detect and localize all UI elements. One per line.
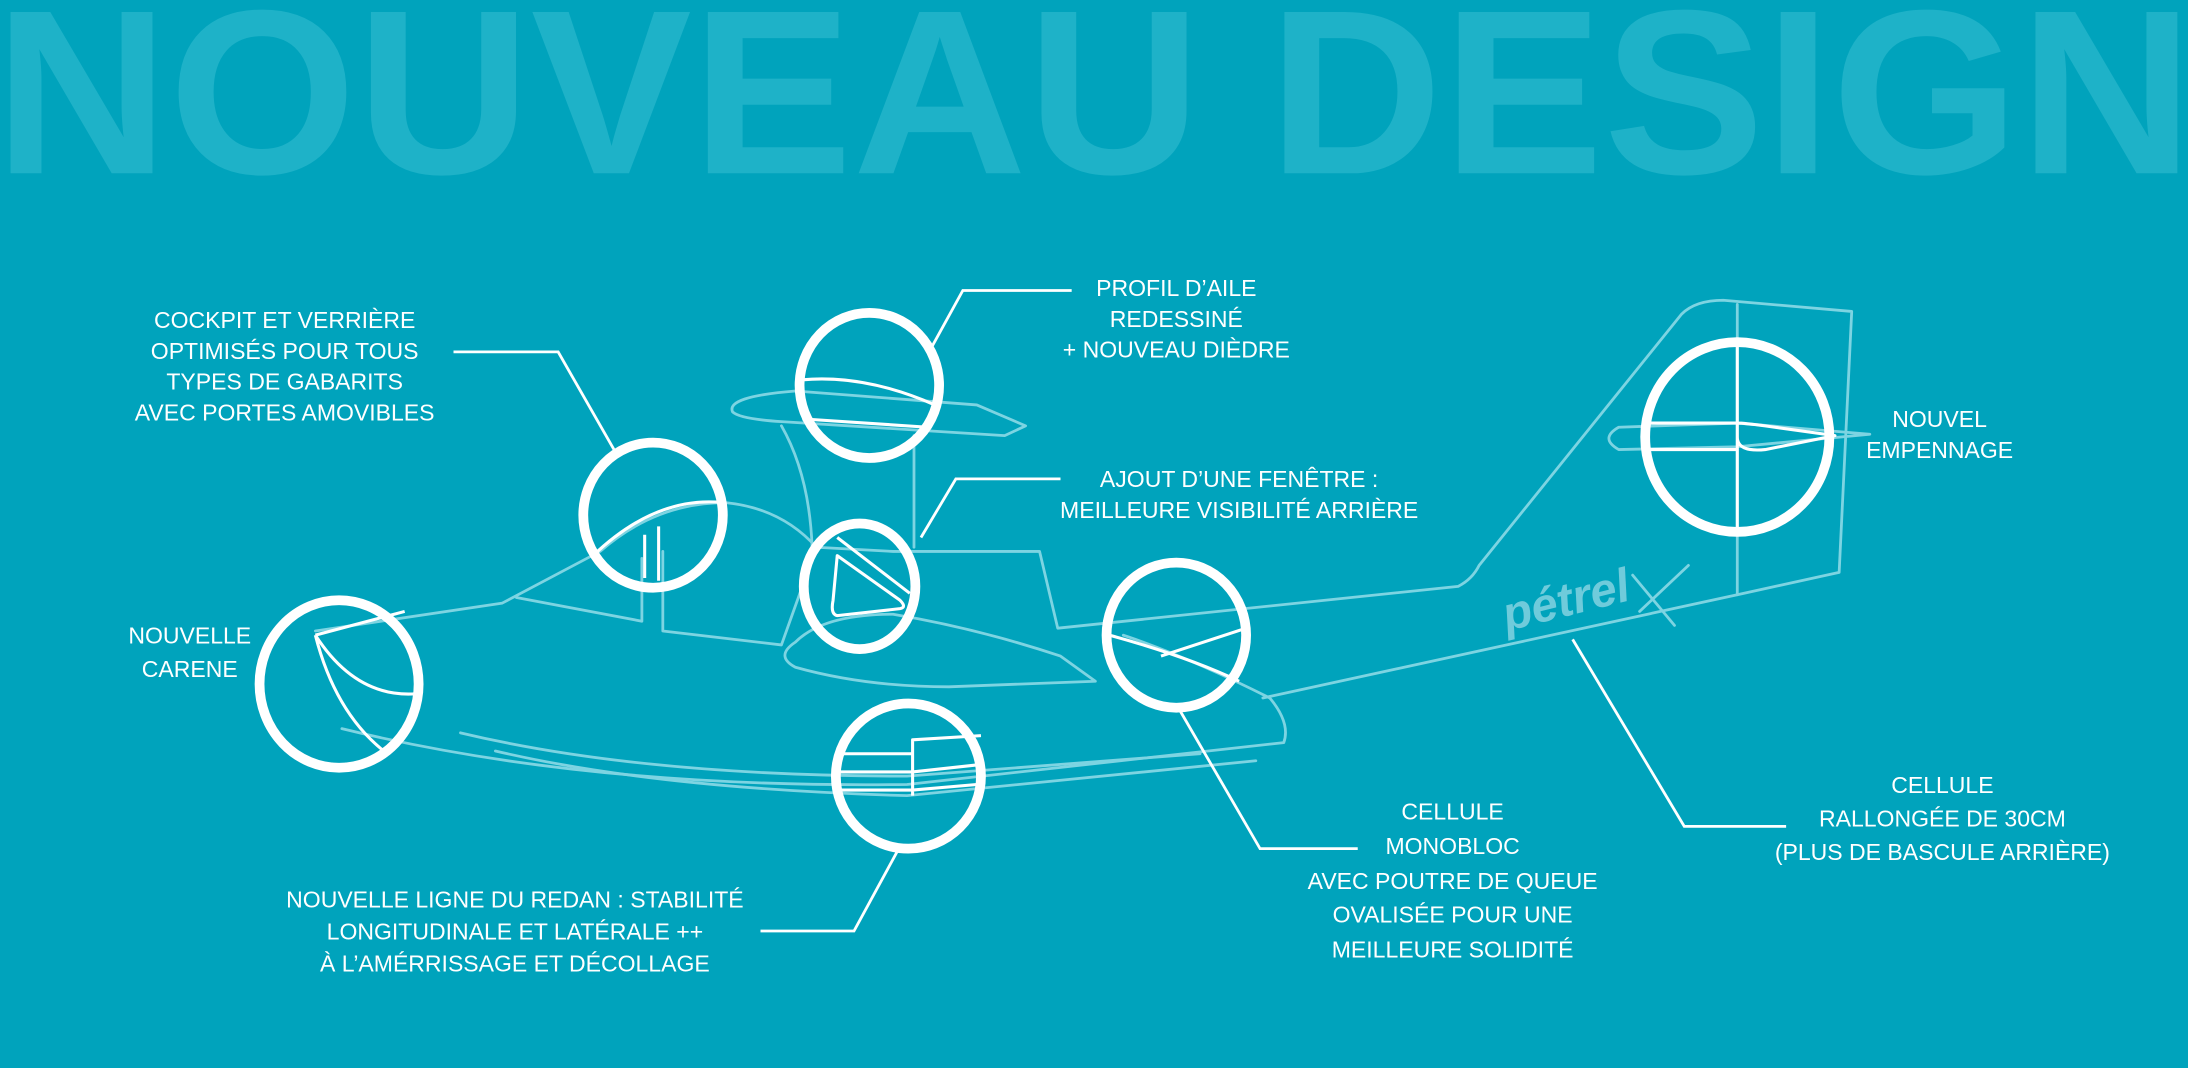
carene-label: NOUVELLE CARENE: [128, 623, 251, 682]
svg-text:AVEC POUTRE DE QUEUE: AVEC POUTRE DE QUEUE: [1308, 868, 1598, 894]
wing-label: PROFIL D’AILE REDESSINÉ + NOUVEAU DIÈDRE: [1063, 275, 1290, 362]
wing-leader: [930, 289, 1072, 347]
window-leader: [919, 477, 1061, 539]
window-label: AJOUT D’UNE FENÊTRE : MEILLEURE VISIBILI…: [1060, 466, 1418, 523]
empennage-detail: [1640, 337, 1837, 537]
wing-detail: [794, 307, 944, 463]
svg-text:(PLUS DE BASCULE ARRIÈRE): (PLUS DE BASCULE ARRIÈRE): [1775, 839, 2110, 865]
svg-text:CARENE: CARENE: [142, 656, 238, 682]
svg-text:AVEC PORTES AMOVIBLES: AVEC PORTES AMOVIBLES: [135, 399, 435, 425]
svg-text:NOUVELLE LIGNE DU REDAN : STAB: NOUVELLE LIGNE DU REDAN : STABILITÉ: [286, 886, 743, 912]
svg-text:OVALISÉE POUR UNE: OVALISÉE POUR UNE: [1333, 902, 1573, 928]
window-detail: [798, 518, 921, 655]
svg-text:REDESSINÉ: REDESSINÉ: [1110, 306, 1243, 332]
cockpit-detail: [578, 437, 728, 593]
petrel-logo: pétrel: [1495, 559, 1636, 642]
cockpit-leader: [453, 350, 616, 451]
redan-label: NOUVELLE LIGNE DU REDAN : STABILITÉ LONG…: [286, 886, 743, 976]
svg-text:LONGITUDINALE ET LATÉRALE ++: LONGITUDINALE ET LATÉRALE ++: [327, 918, 703, 944]
svg-text:COCKPIT ET VERRIÈRE: COCKPIT ET VERRIÈRE: [154, 307, 415, 333]
rallongee-leader: [1571, 638, 1787, 828]
svg-text:NOUVELLE: NOUVELLE: [128, 623, 251, 649]
monobloc-detail: [1101, 557, 1251, 713]
carene-detail: [254, 595, 424, 773]
seaplane-drawing: pétrel: [313, 298, 1872, 798]
page-title: NOUVEAU DESIGN: [0, 0, 2188, 223]
svg-text:TYPES DE GABARITS: TYPES DE GABARITS: [166, 369, 403, 395]
svg-text:CELLULE: CELLULE: [1401, 798, 1503, 824]
svg-text:+ NOUVEAU DIÈDRE: + NOUVEAU DIÈDRE: [1063, 336, 1290, 362]
svg-text:OPTIMISÉS POUR TOUS: OPTIMISÉS POUR TOUS: [151, 338, 419, 364]
svg-text:À L’AMÉRRISSAGE ET DÉCOLLAGE: À L’AMÉRRISSAGE ET DÉCOLLAGE: [320, 950, 710, 976]
svg-text:NOUVEL: NOUVEL: [1892, 406, 1987, 432]
monobloc-leader: [1177, 708, 1358, 851]
svg-text:RALLONGÉE DE 30CM: RALLONGÉE DE 30CM: [1819, 805, 2066, 831]
redan-leader: [760, 850, 899, 933]
svg-text:PROFIL D’AILE: PROFIL D’AILE: [1096, 275, 1256, 301]
cockpit-label: COCKPIT ET VERRIÈRE OPTIMISÉS POUR TOUS …: [135, 307, 435, 425]
svg-text:MONOBLOC: MONOBLOC: [1385, 833, 1519, 859]
redan-detail: [830, 698, 986, 854]
rallongee-label: CELLULE RALLONGÉE DE 30CM (PLUS DE BASCU…: [1775, 772, 2110, 865]
svg-text:MEILLEURE SOLIDITÉ: MEILLEURE SOLIDITÉ: [1332, 937, 1574, 963]
svg-text:EMPENNAGE: EMPENNAGE: [1866, 437, 2013, 463]
svg-text:CELLULE: CELLULE: [1891, 772, 1993, 798]
monobloc-label: CELLULE MONOBLOC AVEC POUTRE DE QUEUE OV…: [1308, 798, 1598, 962]
svg-text:MEILLEURE VISIBILITÉ ARRIÈRE: MEILLEURE VISIBILITÉ ARRIÈRE: [1060, 497, 1418, 523]
svg-text:AJOUT D’UNE FENÊTRE :: AJOUT D’UNE FENÊTRE :: [1100, 466, 1378, 492]
logo-star-icon: [1631, 564, 1690, 627]
tail-label: NOUVEL EMPENNAGE: [1866, 406, 2013, 463]
